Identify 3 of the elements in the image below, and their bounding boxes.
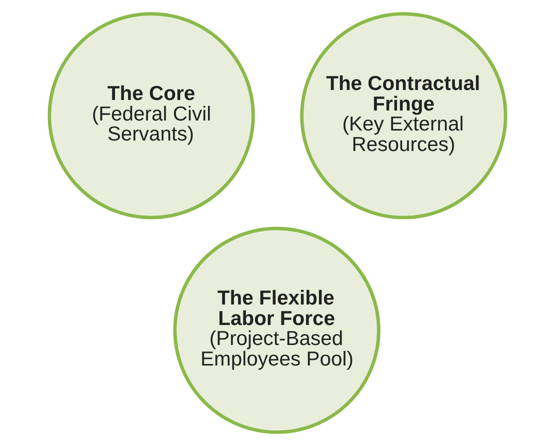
node-circle: The Contractual Fringe (Key External Resources) [300,12,507,220]
node-circle: The Flexible Labor Force (Project-Based Employees Pool) [172,226,380,434]
node-circle: The Core (Federal Civil Servants) [47,12,254,220]
